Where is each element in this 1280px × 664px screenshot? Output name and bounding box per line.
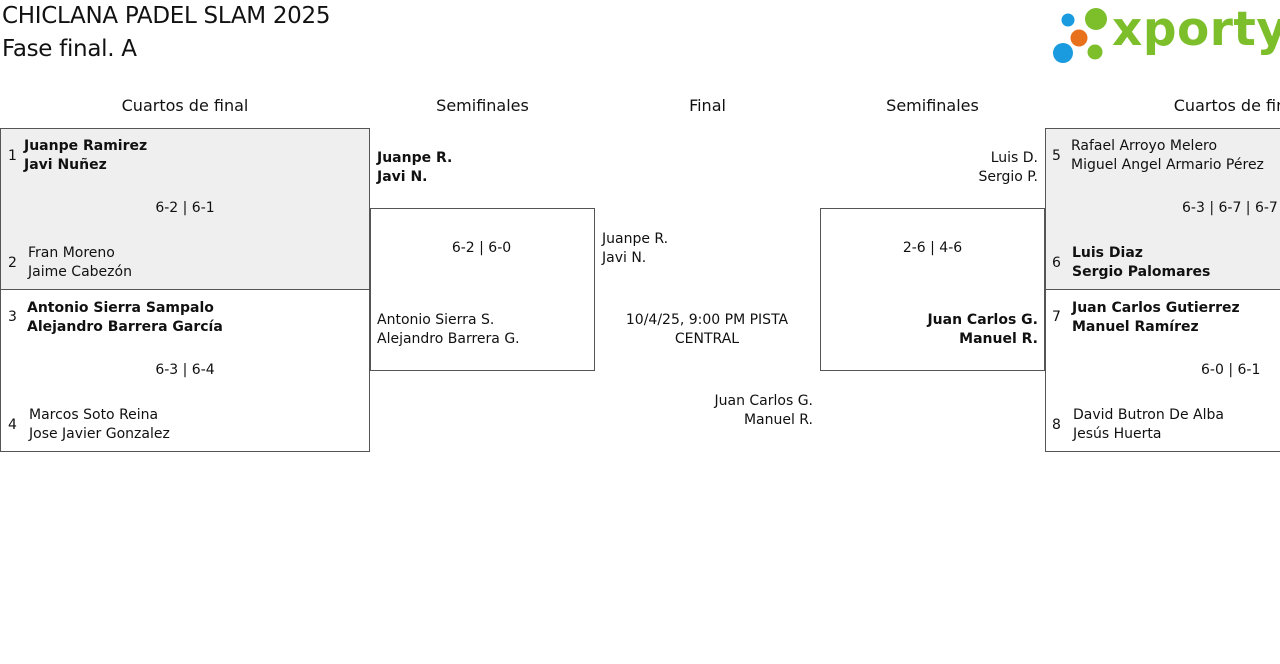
match-final[interactable]: Juanpe R. Javi N. 10/4/25, 9:00 PM PISTA… (595, 208, 820, 438)
seed-number: 6 (1052, 255, 1061, 271)
player-name: Manuel R. (743, 412, 813, 428)
player-name: Juanpe Ramirez (24, 138, 148, 154)
player-name: David Butron De Alba (1073, 407, 1224, 423)
player-name: Jaime Cabezón (28, 264, 132, 280)
player-name: Manuel Ramírez (1072, 319, 1199, 335)
player-name: Juan Carlos G. (714, 393, 813, 409)
bracket-connector (820, 208, 1045, 371)
player-name: Jesús Huerta (1073, 426, 1162, 442)
bracket-connector (370, 208, 595, 371)
round-header-left-quarters: Cuartos de final (121, 96, 249, 115)
seed-number: 2 (8, 255, 17, 271)
player-name: Rafael Arroyo Melero (1071, 138, 1218, 154)
match-score: 6-3 | 6-4 (155, 362, 215, 378)
match-score: 6-0 | 6-1 (1201, 362, 1261, 378)
seed-number: 7 (1052, 309, 1061, 325)
player-name: Fran Moreno (28, 245, 115, 261)
match-left-semi[interactable]: Juanpe R. Javi N. 6-2 | 6-0 Antonio Sier… (370, 128, 595, 371)
match-score: 6-2 | 6-0 (451, 240, 512, 256)
match-schedule: 10/4/25, 9:00 PM PISTA CENTRAL (625, 312, 789, 347)
player-name: Luis D. (990, 150, 1038, 166)
player-name: Marcos Soto Reina (29, 407, 159, 423)
match-left-qf-2[interactable]: 3 Antonio Sierra Sampalo Alejandro Barre… (0, 289, 370, 452)
player-name: Sergio Palomares (1072, 264, 1211, 280)
logo-text: xporty (1112, 2, 1280, 57)
match-score: 6-3 | 6-7 | 6-7 (1182, 200, 1278, 216)
player-name: Luis Diaz (1072, 245, 1143, 261)
player-name: Javi Nuñez (24, 157, 107, 173)
player-name: Juanpe R. (602, 231, 669, 247)
player-name: Manuel R. (959, 331, 1038, 347)
page-subtitle: Fase final. A (2, 36, 137, 62)
seed-number: 1 (8, 148, 17, 164)
xporty-logo[interactable]: xporty (1050, 2, 1280, 68)
player-name: Juanpe R. (377, 150, 453, 166)
page-title: CHICLANA PADEL SLAM 2025 (2, 3, 331, 29)
player-name: Miguel Angel Armario Pérez (1071, 157, 1264, 173)
round-header-left-semis: Semifinales (436, 96, 529, 115)
player-name: Sergio P. (978, 169, 1038, 185)
round-header-right-semis: Semifinales (886, 96, 979, 115)
player-name: Juan Carlos Gutierrez (1072, 300, 1240, 316)
player-name: Jose Javier Gonzalez (29, 426, 170, 442)
seed-number: 3 (8, 309, 17, 325)
player-name: Juan Carlos G. (927, 312, 1038, 328)
match-score: 2-6 | 4-6 (902, 240, 963, 256)
match-right-qf-1[interactable]: 5 Rafael Arroyo Melero Miguel Angel Arma… (1045, 128, 1280, 290)
player-name: Javi N. (377, 169, 428, 185)
match-score: 6-2 | 6-1 (155, 200, 215, 216)
match-left-qf-1[interactable]: 1 Juanpe Ramirez Javi Nuñez 6-2 | 6-1 2 … (0, 128, 370, 290)
match-right-qf-2[interactable]: 7 Juan Carlos Gutierrez Manuel Ramírez 6… (1045, 289, 1280, 452)
round-header-right-quarters: Cuartos de fin (1173, 96, 1280, 115)
player-name: Antonio Sierra S. (377, 312, 495, 328)
round-header-final: Final (689, 96, 726, 115)
player-name: Javi N. (602, 250, 647, 266)
seed-number: 5 (1052, 148, 1061, 164)
seed-number: 8 (1052, 417, 1061, 433)
player-name: Antonio Sierra Sampalo (27, 300, 214, 316)
player-name: Alejandro Barrera G. (377, 331, 520, 347)
seed-number: 4 (8, 417, 17, 433)
match-right-semi[interactable]: Luis D. Sergio P. 2-6 | 4-6 Juan Carlos … (820, 128, 1045, 371)
player-name: Alejandro Barrera García (27, 319, 223, 335)
